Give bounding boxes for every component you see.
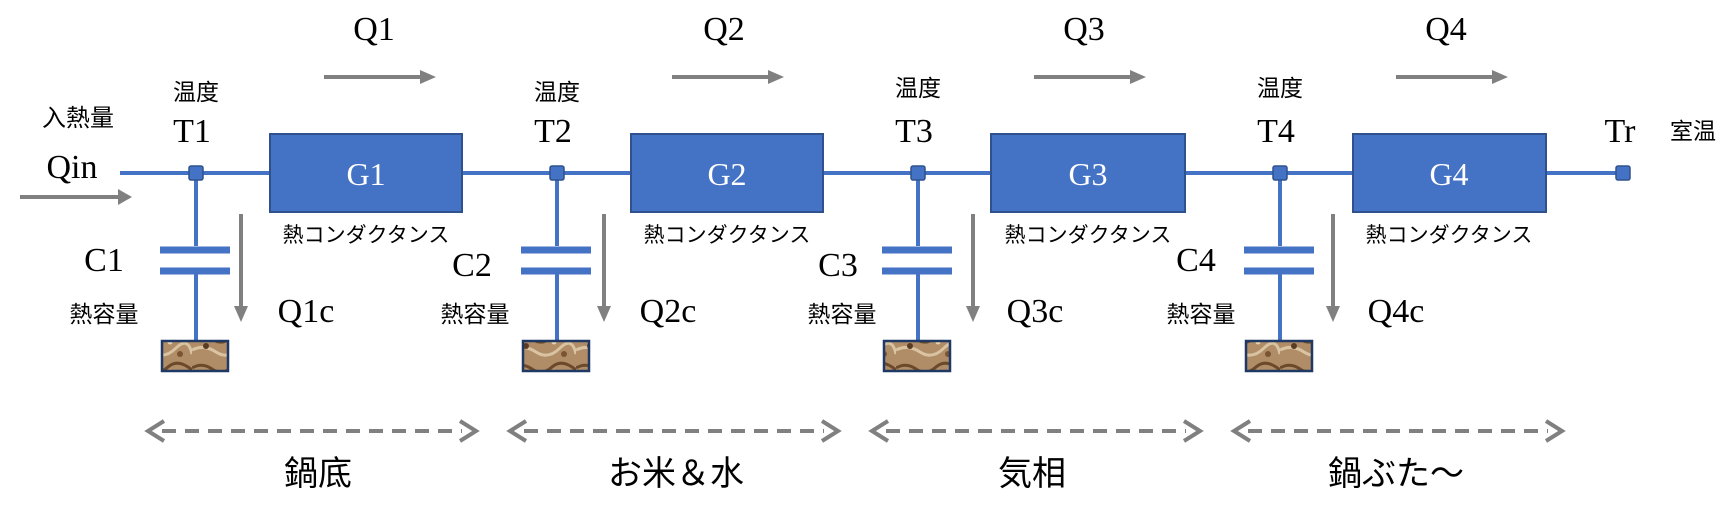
qin-arrowhead-icon	[118, 189, 132, 205]
region-3: 気相	[868, 419, 1204, 494]
cap-flow-arrowhead-icon	[234, 306, 248, 322]
node-label: T4	[1257, 113, 1295, 150]
conductance-caption: 熱コンダクタンス	[644, 223, 811, 247]
stage-1: 温度 T1 G1 熱コンダクタンス C1 熱容量 Q1c Q1	[70, 11, 463, 373]
region-arrowhead-right-icon	[458, 419, 480, 443]
conductance-label: G4	[1429, 156, 1468, 192]
ground-block	[882, 339, 952, 373]
region-label: 鍋底	[284, 454, 352, 494]
temperature-label: 温度	[895, 76, 941, 102]
conductance-box	[990, 133, 1186, 213]
region-4: 鍋ぶた〜	[1230, 419, 1566, 494]
conductance-caption: 熱コンダクタンス	[1005, 223, 1172, 247]
temperature-label: 温度	[173, 80, 219, 106]
capacitor-label: C3	[818, 247, 858, 284]
temperature-label: 温度	[1257, 76, 1303, 102]
region-label: 鍋ぶた〜	[1328, 454, 1464, 494]
cap-flow-label: Q3c	[1007, 293, 1064, 330]
conductance-label: G2	[707, 156, 746, 192]
ground-block	[1244, 339, 1314, 373]
node-t1	[188, 165, 204, 181]
conductance-box	[1352, 133, 1547, 213]
region-arrowhead-left-icon	[868, 419, 890, 443]
output-label: Tr	[1605, 113, 1637, 150]
cap-flow-label: Q2c	[640, 293, 697, 330]
node-label: T3	[895, 113, 933, 150]
region-arrowhead-left-icon	[506, 419, 528, 443]
flow-label: Q3	[1063, 11, 1105, 48]
stage-4: 温度 T4 G4 熱コンダクタンス C4 熱容量 Q4c Q4	[1167, 11, 1547, 373]
flow-arrowhead-icon	[1130, 70, 1146, 84]
capacity-caption: 熱容量	[441, 302, 510, 328]
ground-block	[521, 339, 591, 373]
conductance-caption: 熱コンダクタンス	[1366, 223, 1533, 247]
region-1: 鍋底	[144, 419, 480, 494]
conductance-box	[269, 133, 463, 213]
temperature-label: 温度	[534, 80, 580, 106]
capacitor-label: C4	[1176, 242, 1216, 279]
conductance-box	[630, 133, 824, 213]
stage-3: 温度 T3 G3 熱コンダクタンス C3 熱容量 Q3c Q3	[808, 11, 1186, 373]
conductance-caption: 熱コンダクタンス	[283, 223, 450, 247]
cap-flow-arrowhead-icon	[966, 306, 980, 322]
region-arrowhead-right-icon	[820, 419, 842, 443]
region-label: 気相	[998, 454, 1066, 494]
capacity-caption: 熱容量	[70, 302, 139, 328]
cap-flow-arrowhead-icon	[1326, 306, 1340, 322]
flow-label: Q2	[703, 11, 745, 48]
cap-flow-label: Q1c	[278, 293, 335, 330]
region-arrowhead-right-icon	[1182, 419, 1204, 443]
flow-arrowhead-icon	[420, 70, 436, 84]
conductance-label: G3	[1068, 156, 1107, 192]
output-terminal	[1615, 165, 1631, 181]
flow-label: Q1	[353, 11, 395, 48]
flow-arrowhead-icon	[768, 70, 784, 84]
flow-label: Q4	[1425, 11, 1467, 48]
cap-flow-arrowhead-icon	[597, 306, 611, 322]
cap-flow-label: Q4c	[1368, 293, 1425, 330]
conductance-label: G1	[346, 156, 385, 192]
output-label-jp: 室温	[1670, 119, 1716, 145]
node-label: T1	[173, 113, 211, 150]
capacity-caption: 熱容量	[1167, 302, 1236, 328]
flow-arrowhead-icon	[1492, 70, 1508, 84]
input-label: Qin	[47, 149, 98, 186]
region-arrowhead-left-icon	[1230, 419, 1252, 443]
ground-block	[160, 339, 230, 373]
stage-2: 温度 T2 G2 熱コンダクタンス C2 熱容量 Q2c Q2	[441, 11, 824, 373]
node-t4	[1272, 165, 1288, 181]
node-t3	[910, 165, 926, 181]
region-arrowhead-right-icon	[1544, 419, 1566, 443]
region-2: お米＆水	[506, 419, 842, 494]
node-label: T2	[534, 113, 572, 150]
input-label-jp: 入熱量	[42, 104, 114, 132]
region-label: お米＆水	[608, 454, 744, 494]
node-t2	[549, 165, 565, 181]
region-arrowhead-left-icon	[144, 419, 166, 443]
capacitor-label: C2	[452, 247, 492, 284]
capacity-caption: 熱容量	[808, 302, 877, 328]
capacitor-label: C1	[84, 242, 124, 279]
